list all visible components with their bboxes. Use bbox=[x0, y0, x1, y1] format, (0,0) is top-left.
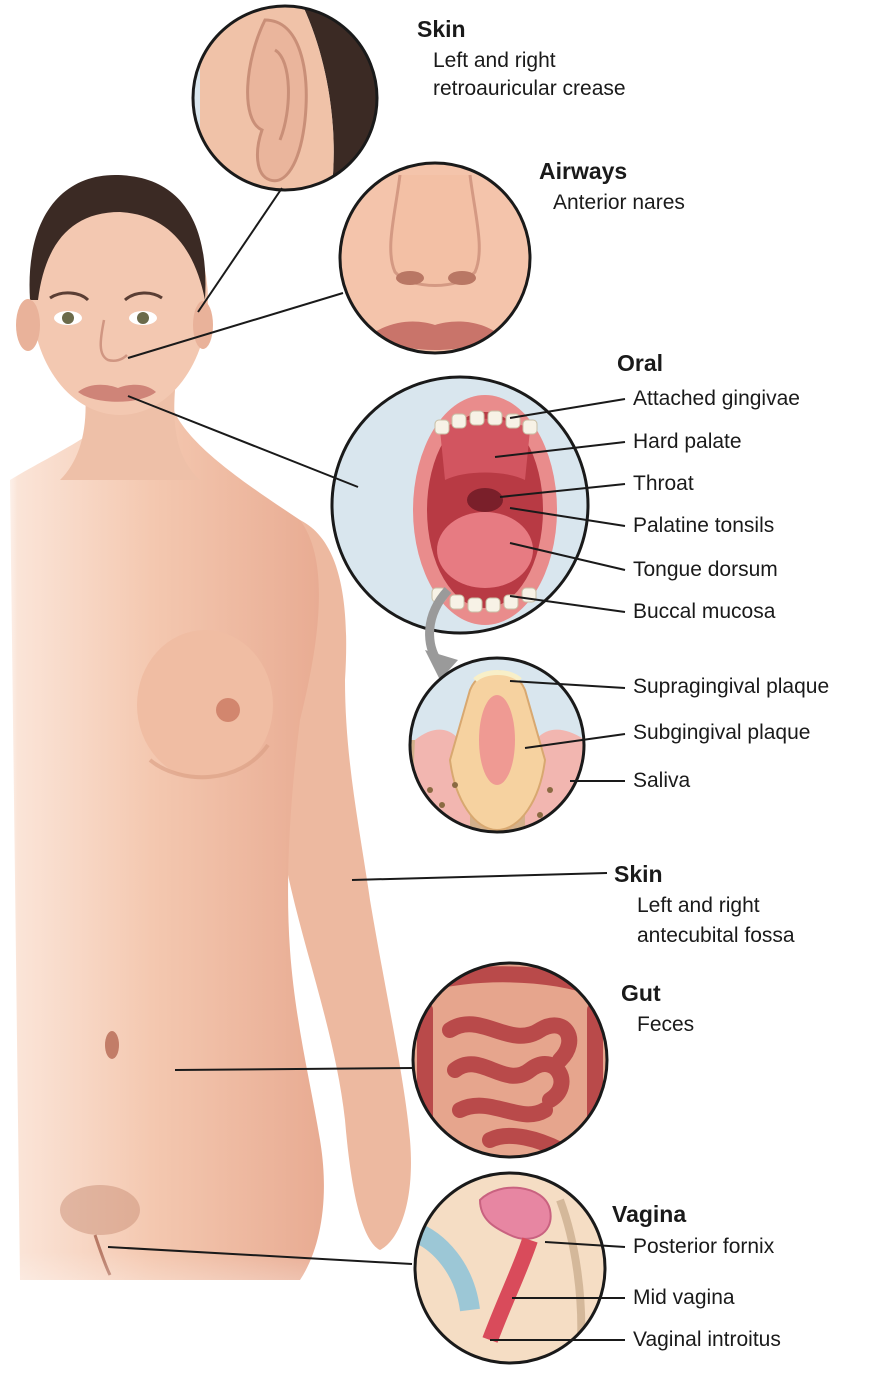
label-gut-line1: Feces bbox=[637, 1013, 694, 1037]
label-skin-ear-line1: Left and right bbox=[433, 49, 556, 73]
nose-inset bbox=[340, 163, 530, 353]
nose-lip bbox=[370, 321, 500, 350]
female-figure bbox=[0, 175, 420, 1369]
ear-shape bbox=[248, 20, 307, 181]
label-buccal-mucosa: Buccal mucosa bbox=[633, 600, 775, 624]
label-airways-heading: Airways bbox=[539, 158, 627, 184]
tongue-shape bbox=[437, 512, 533, 588]
label-vaginal-introitus: Vaginal introitus bbox=[633, 1328, 781, 1352]
figure-breast bbox=[137, 630, 273, 780]
label-tongue-dorsum: Tongue dorsum bbox=[633, 558, 778, 582]
tooth-inset bbox=[410, 658, 585, 840]
label-supragingival-plaque: Supragingival plaque bbox=[633, 675, 829, 699]
mouth-inset bbox=[332, 377, 588, 633]
label-skin-arm-line2: antecubital fossa bbox=[637, 924, 795, 948]
gut-inset bbox=[413, 963, 607, 1157]
label-oral-heading: Oral bbox=[617, 350, 663, 376]
label-saliva: Saliva bbox=[633, 769, 690, 793]
pelvis-inset bbox=[410, 1173, 605, 1363]
label-vagina-heading: Vagina bbox=[612, 1201, 686, 1227]
label-palatine-tonsils: Palatine tonsils bbox=[633, 514, 774, 538]
label-hard-palate: Hard palate bbox=[633, 430, 742, 454]
leader-antecubital bbox=[352, 873, 607, 880]
label-attached-gingivae: Attached gingivae bbox=[633, 387, 800, 411]
label-airways-line1: Anterior nares bbox=[553, 191, 685, 215]
ear-inset bbox=[193, 0, 400, 200]
figure-nipple bbox=[216, 698, 240, 722]
label-skin-arm-heading: Skin bbox=[614, 861, 663, 887]
label-skin-ear-heading: Skin bbox=[417, 16, 466, 42]
label-throat: Throat bbox=[633, 472, 694, 496]
label-posterior-fornix: Posterior fornix bbox=[633, 1235, 774, 1259]
label-skin-arm-line1: Left and right bbox=[637, 894, 760, 918]
label-mid-vagina: Mid vagina bbox=[633, 1286, 735, 1310]
label-subgingival-plaque: Subgingival plaque bbox=[633, 721, 810, 745]
leader-ear bbox=[198, 188, 282, 312]
label-skin-ear-line2: retroauricular crease bbox=[433, 77, 626, 101]
label-gut-heading: Gut bbox=[621, 980, 661, 1006]
